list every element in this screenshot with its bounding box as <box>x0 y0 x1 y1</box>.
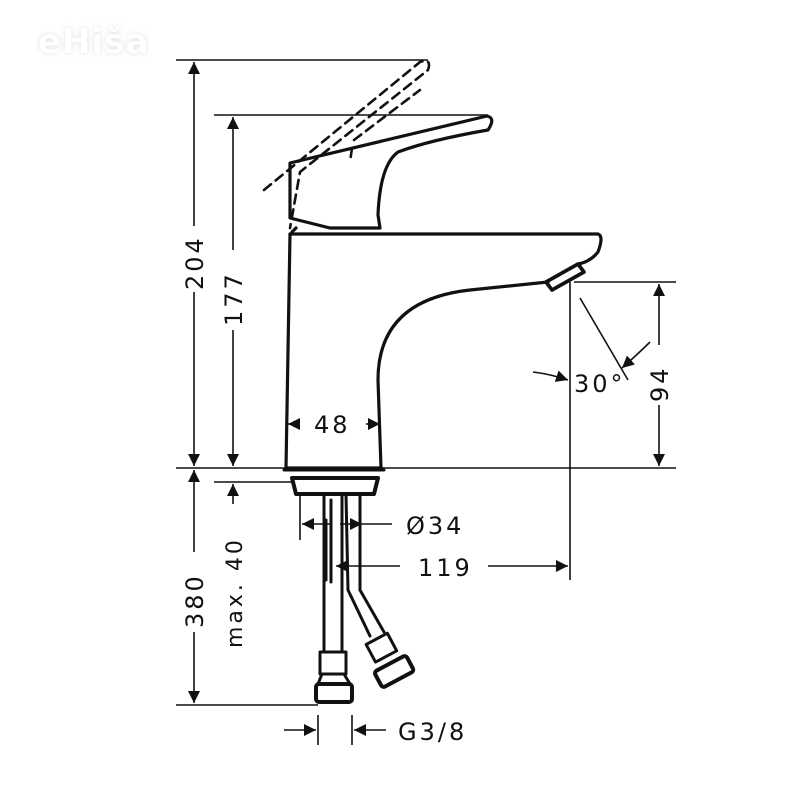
faucet-body <box>284 232 603 470</box>
dim-diameter-34: Ø34 <box>406 512 464 540</box>
dim-380: 380 <box>181 573 209 628</box>
lever-open-outline <box>262 59 431 230</box>
brand-watermark: eHiša <box>38 22 150 62</box>
dim-max-40: max. 40 <box>223 537 248 648</box>
dim-204: 204 <box>181 235 209 290</box>
dim-g3-8: G3/8 <box>398 718 467 746</box>
supply-hoses <box>314 492 416 704</box>
dim-119: 119 <box>418 554 473 582</box>
dim-48: 48 <box>314 411 351 439</box>
dim-94: 94 <box>646 365 674 402</box>
dim-177: 177 <box>220 271 248 326</box>
lever <box>288 114 494 234</box>
mounting-base <box>282 468 386 496</box>
dim-30-degree: 30° <box>574 370 626 398</box>
